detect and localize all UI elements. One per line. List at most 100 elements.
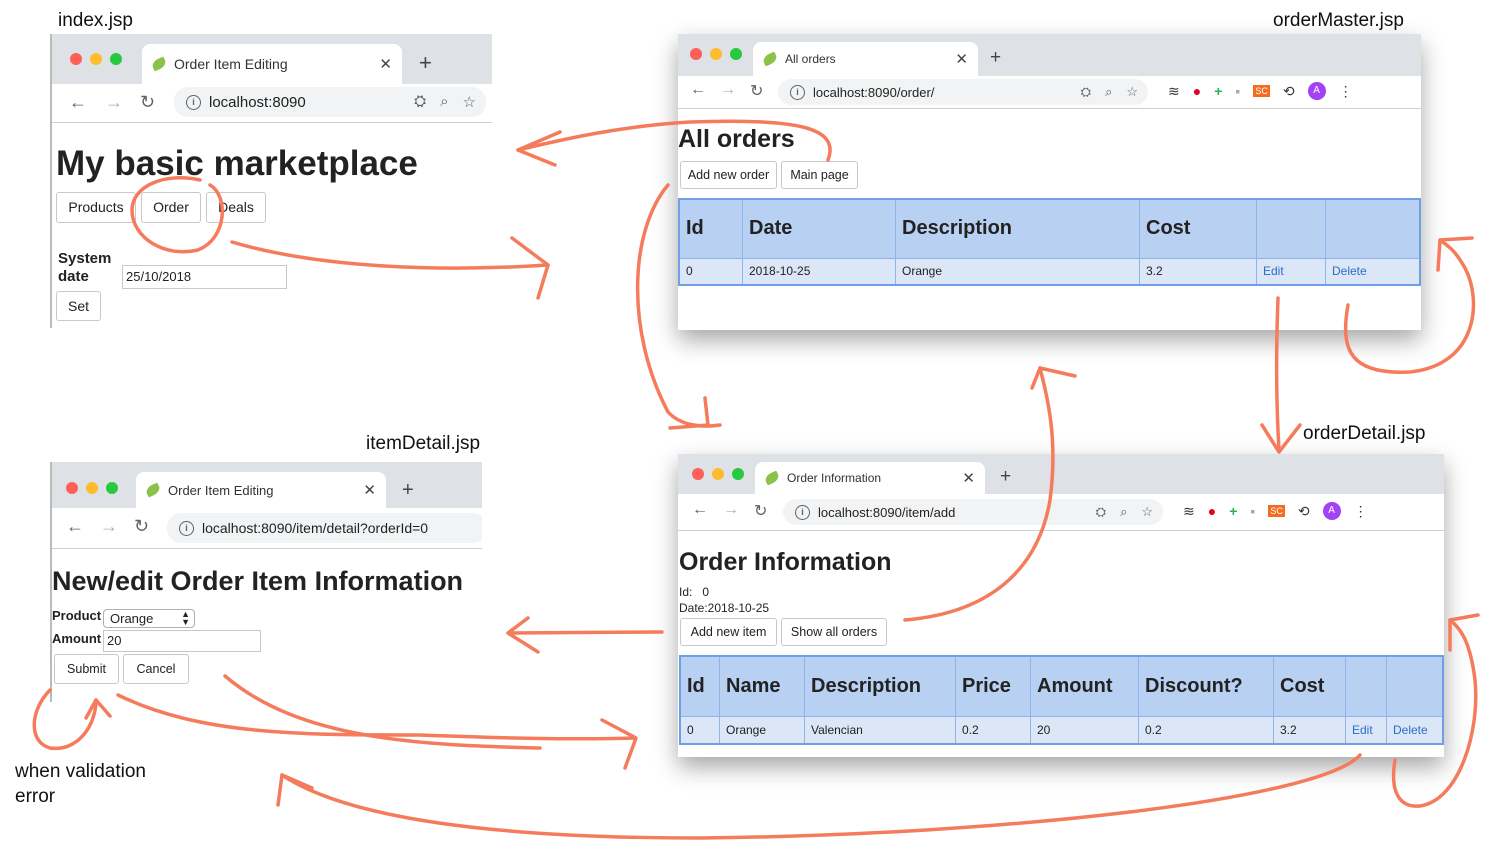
set-button[interactable]: Set [56, 291, 101, 321]
reload-icon[interactable]: ↻ [754, 503, 768, 520]
cancel-button[interactable]: Cancel [123, 654, 189, 684]
delete-link[interactable]: Delete [1325, 257, 1421, 286]
zoom-icon[interactable]: ⌕ [440, 93, 449, 110]
deals-button[interactable]: Deals [206, 192, 266, 223]
address-bar[interactable]: i localhost:8090 ⛭ ⌕ ☆ [174, 87, 486, 117]
close-window-button[interactable] [66, 482, 78, 494]
order-detail-content: Order Information Id: 0 Date:2018-10-25 … [678, 530, 1444, 757]
address-bar[interactable]: i localhost:8090/item/detail?orderId=0 [167, 513, 482, 543]
minimize-window-button[interactable] [90, 53, 102, 65]
forward-arrow-icon[interactable]: → [100, 516, 118, 536]
forward-arrow-icon[interactable]: → [723, 501, 739, 518]
layers-extension-icon[interactable]: ≋ [1168, 82, 1180, 99]
minimize-window-button[interactable] [86, 482, 98, 494]
new-tab-icon[interactable]: + [1000, 466, 1012, 487]
star-icon[interactable]: ☆ [1141, 504, 1153, 519]
info-icon[interactable]: i [186, 94, 201, 110]
new-tab-icon[interactable]: + [402, 479, 414, 501]
address-bar[interactable]: i localhost:8090/order/ ⛭ ⌕ ☆ [778, 79, 1148, 105]
maximize-window-button[interactable] [730, 48, 742, 60]
close-icon[interactable]: ✕ [962, 470, 975, 487]
products-button[interactable]: Products [56, 192, 136, 223]
new-tab-icon[interactable]: + [990, 47, 1002, 68]
info-icon[interactable]: i [795, 504, 810, 520]
menu-dots-icon[interactable]: ⋮ [1353, 502, 1368, 519]
cell-discount: 0.2 [1138, 715, 1274, 745]
minimize-window-button[interactable] [712, 468, 724, 480]
minimize-window-button[interactable] [710, 48, 722, 60]
browser-tab[interactable]: All orders ✕ [753, 42, 978, 76]
puzzle-extension-icon[interactable]: ▪ [1250, 503, 1256, 519]
translate-icon[interactable]: ⛭ [414, 93, 427, 110]
tab-strip: Order Information ✕ + [678, 454, 1444, 494]
page-title: My basic marketplace [56, 144, 418, 183]
sc-extension-icon[interactable]: SC [1268, 505, 1285, 517]
browser-tab[interactable]: Order Item Editing ✕ [142, 44, 402, 84]
add-new-order-button[interactable]: Add new order [680, 161, 777, 189]
back-arrow-icon[interactable]: ← [69, 92, 87, 112]
back-arrow-icon[interactable]: ← [66, 516, 84, 536]
reload-icon[interactable]: ↻ [134, 516, 150, 536]
back-arrow-icon[interactable]: ← [690, 81, 706, 98]
add-new-item-button[interactable]: Add new item [680, 618, 777, 646]
avatar[interactable]: A [1307, 82, 1326, 100]
info-icon[interactable]: i [179, 520, 194, 536]
forward-arrow-icon[interactable]: → [105, 92, 123, 112]
submit-button[interactable]: Submit [54, 654, 119, 684]
column-header-edit [1345, 655, 1387, 717]
maximize-window-button[interactable] [110, 53, 122, 65]
maximize-window-button[interactable] [732, 468, 744, 480]
layers-extension-icon[interactable]: ≋ [1183, 502, 1195, 519]
avatar[interactable]: A [1322, 502, 1341, 520]
amount-input[interactable]: 20 [103, 630, 261, 652]
close-window-button[interactable] [70, 53, 82, 65]
close-icon[interactable]: ✕ [363, 482, 376, 499]
pinterest-extension-icon[interactable]: ● [1192, 83, 1202, 99]
edit-link[interactable]: Edit [1256, 257, 1326, 286]
delete-link[interactable]: Delete [1386, 715, 1444, 745]
close-window-button[interactable] [692, 468, 704, 480]
browser-tab[interactable]: Order Item Editing ✕ [136, 472, 386, 508]
sync-extension-icon[interactable]: ⟲ [1282, 82, 1295, 99]
main-page-button[interactable]: Main page [781, 161, 858, 189]
forward-arrow-icon[interactable]: → [720, 81, 736, 98]
reload-icon[interactable]: ↻ [140, 92, 156, 112]
close-icon[interactable]: ✕ [955, 51, 968, 68]
browser-toolbar: ← → ↻ i localhost:8090/order/ ⛭ ⌕ ☆ ≋ ● … [678, 76, 1421, 109]
address-bar[interactable]: i localhost:8090/item/add ⛭ ⌕ ☆ [783, 499, 1163, 525]
address-url: localhost:8090/item/detail?orderId=0 [202, 520, 429, 536]
maximize-window-button[interactable] [106, 482, 118, 494]
close-window-button[interactable] [690, 48, 702, 60]
sc-extension-icon[interactable]: SC [1253, 85, 1270, 97]
system-date-input[interactable]: 25/10/2018 [122, 265, 287, 289]
star-icon[interactable]: ☆ [462, 94, 476, 111]
translate-icon[interactable]: ⛭ [1095, 504, 1107, 519]
translate-icon[interactable]: ⛭ [1080, 84, 1092, 99]
reload-icon[interactable]: ↻ [750, 83, 764, 100]
table-header-row: Id Name Description Price Amount Discoun… [679, 655, 1444, 717]
show-all-orders-button[interactable]: Show all orders [781, 618, 887, 646]
column-header-amount: Amount [1030, 655, 1139, 717]
close-icon[interactable]: ✕ [379, 56, 392, 73]
zoom-icon[interactable]: ⌕ [1105, 84, 1113, 99]
table-row: 0 Orange Valencian 0.2 20 0.2 3.2 Edit D… [679, 715, 1444, 745]
tab-title: Order Item Editing [168, 482, 274, 498]
browser-tab[interactable]: Order Information ✕ [755, 462, 985, 494]
zoom-icon[interactable]: ⌕ [1120, 504, 1128, 519]
star-icon[interactable]: ☆ [1126, 84, 1138, 99]
product-select[interactable]: Orange ▲▼ [103, 609, 195, 628]
edit-link[interactable]: Edit [1345, 715, 1387, 745]
new-tab-icon[interactable]: + [419, 50, 432, 75]
back-arrow-icon[interactable]: ← [692, 501, 708, 518]
arrow-add-item-to-item-detail [506, 630, 664, 635]
column-header-edit [1256, 198, 1326, 259]
index-window: Order Item Editing ✕ + ← → ↻ i localhost… [50, 34, 492, 328]
order-button[interactable]: Order [141, 192, 201, 223]
menu-dots-icon[interactable]: ⋮ [1338, 82, 1353, 99]
puzzle-extension-icon[interactable]: ▪ [1235, 83, 1241, 99]
pinterest-extension-icon[interactable]: ● [1207, 503, 1217, 519]
plus-extension-icon[interactable]: + [1229, 503, 1238, 519]
sync-extension-icon[interactable]: ⟲ [1297, 502, 1310, 519]
info-icon[interactable]: i [790, 84, 805, 100]
plus-extension-icon[interactable]: + [1214, 83, 1223, 99]
